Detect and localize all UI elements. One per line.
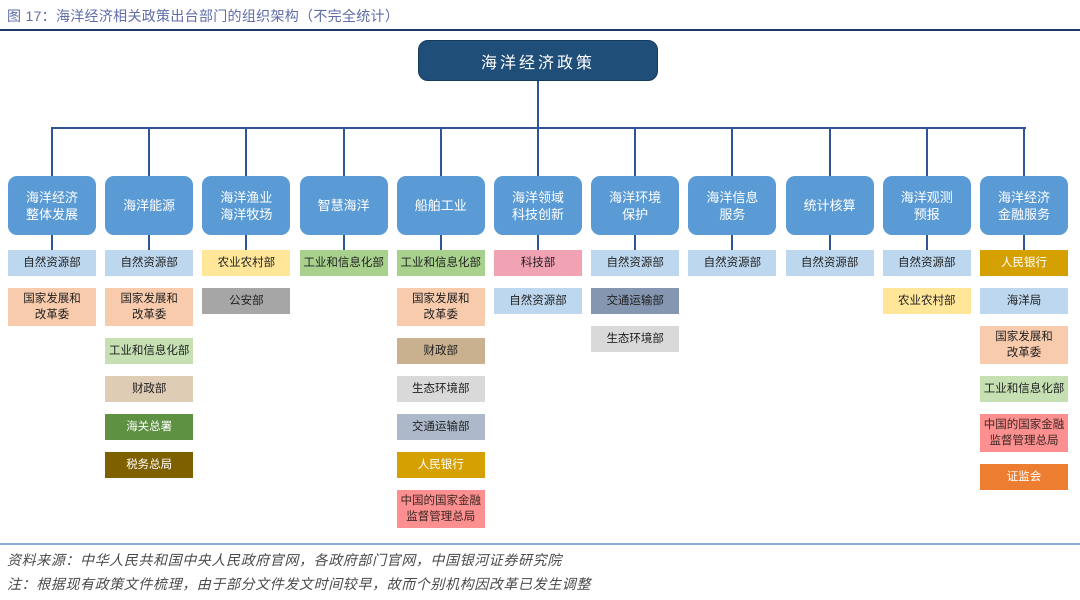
connector-header-stub (439, 235, 442, 250)
connector-root (537, 81, 539, 129)
column-header: 海洋经济 金融服务 (980, 176, 1068, 235)
connector-drop (245, 127, 248, 176)
dept-box: 工业和信息化部 (105, 338, 194, 364)
dept-box: 交通运输部 (396, 414, 485, 440)
dept-box: 科技部 (494, 250, 582, 276)
connector-header-stub (731, 235, 734, 250)
figure-note: 注：根据现有政策文件梳理，由于部分文件发文时间较早，故而个别机构因改革已发生调整 (7, 578, 591, 593)
dept-box: 海洋局 (980, 288, 1068, 314)
dept-box: 农业农村部 (882, 288, 971, 314)
connector-drop (537, 127, 539, 176)
dept-box: 自然资源部 (688, 250, 777, 276)
dept-box: 农业农村部 (202, 250, 291, 276)
column-header: 海洋能源 (105, 176, 194, 235)
connector-drop (1023, 127, 1025, 176)
dept-box: 工业和信息化部 (396, 250, 485, 276)
connector-header-stub (148, 235, 151, 250)
dept-box: 中国的国家金融 监督管理总局 (980, 414, 1068, 452)
dept-box: 自然资源部 (494, 288, 582, 314)
connector-header-stub (245, 235, 248, 250)
connector-header-stub (342, 235, 345, 250)
source-note: 资料来源：中华人民共和国中央人民政府官网，各政府部门官网，中国银河证券研究院 (7, 554, 562, 569)
connector-header-stub (634, 235, 637, 250)
dept-box: 自然资源部 (591, 250, 680, 276)
dept-box: 国家发展和 改革委 (105, 288, 194, 326)
dept-box: 国家发展和 改革委 (8, 288, 96, 326)
title-divider (0, 29, 1080, 31)
org-chart: 海洋经济政策 海洋经济 整体发展自然资源部国家发展和 改革委海洋能源自然资源部国… (8, 40, 1068, 528)
connector-drop (634, 127, 637, 176)
dept-box: 中国的国家金融 监督管理总局 (396, 490, 485, 528)
column-header: 海洋环境 保护 (591, 176, 680, 235)
connector-header-stub (925, 235, 928, 250)
dept-box: 工业和信息化部 (299, 250, 388, 276)
column-header: 船舶工业 (396, 176, 485, 235)
dept-box: 自然资源部 (105, 250, 194, 276)
dept-box: 生态环境部 (591, 326, 680, 352)
column-header: 智慧海洋 (299, 176, 388, 235)
column-header: 海洋观测 预报 (882, 176, 971, 235)
dept-box: 税务总局 (105, 452, 194, 478)
column-header: 海洋渔业 海洋牧场 (202, 176, 291, 235)
dept-box: 交通运输部 (591, 288, 680, 314)
connector-drop (51, 127, 53, 176)
column-header: 统计核算 (785, 176, 874, 235)
dept-box: 生态环境部 (396, 376, 485, 402)
connector-header-stub (51, 235, 53, 250)
dept-box: 人民银行 (396, 452, 485, 478)
dept-box: 人民银行 (980, 250, 1068, 276)
dept-box: 海关总署 (105, 414, 194, 440)
connector-drop (439, 127, 442, 176)
column-header: 海洋领域 科技创新 (494, 176, 582, 235)
dept-box: 国家发展和 改革委 (980, 326, 1068, 364)
connector-bus (52, 127, 1026, 129)
connector-header-stub (537, 235, 539, 250)
dept-box: 公安部 (202, 288, 291, 314)
dept-box: 国家发展和 改革委 (396, 288, 485, 326)
connector-drop (148, 127, 151, 176)
connector-header-stub (828, 235, 831, 250)
figure-title: 图 17：海洋经济相关政策出台部门的组织架构（不完全统计） (7, 8, 400, 24)
dept-box: 自然资源部 (882, 250, 971, 276)
dept-box: 自然资源部 (785, 250, 874, 276)
footer-divider (0, 543, 1080, 545)
root-node: 海洋经济政策 (418, 40, 658, 81)
column-header: 海洋经济 整体发展 (8, 176, 96, 235)
dept-box: 财政部 (105, 376, 194, 402)
connector-drop (731, 127, 734, 176)
connector-drop (925, 127, 928, 176)
connector-drop (828, 127, 831, 176)
dept-box: 财政部 (396, 338, 485, 364)
connector-drop (342, 127, 345, 176)
dept-box: 工业和信息化部 (980, 376, 1068, 402)
column-header: 海洋信息 服务 (688, 176, 777, 235)
dept-box: 证监会 (980, 464, 1068, 490)
dept-box: 自然资源部 (8, 250, 96, 276)
connector-header-stub (1023, 235, 1025, 250)
